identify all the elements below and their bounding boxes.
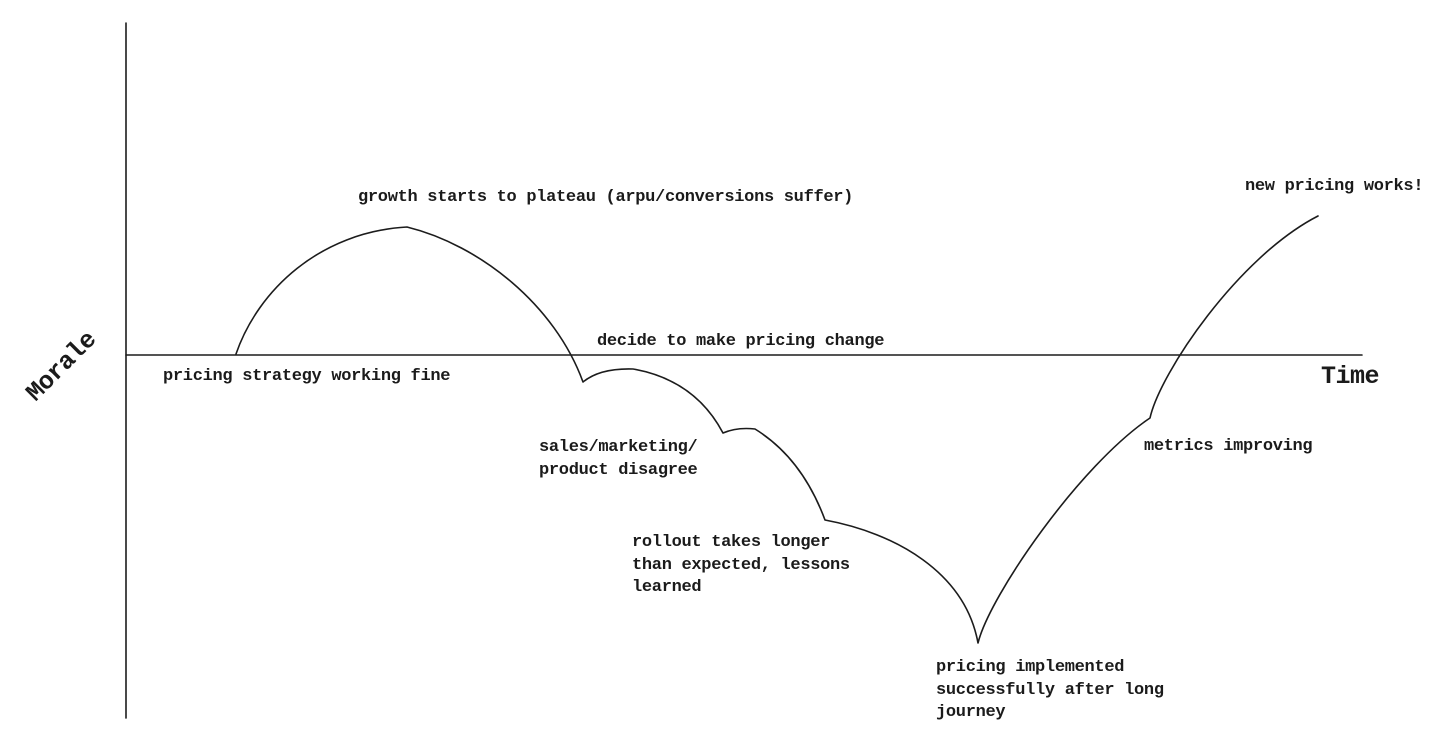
label-decide-to-make-pricing-change: decide to make pricing change — [597, 332, 885, 351]
label-rollout-takes-longer: rollout takes longer than expected, less… — [632, 533, 850, 597]
label-growth-starts-to-plateau: growth starts to plateau (arpu/conversio… — [358, 188, 854, 207]
label-sales-marketing-product-disagree: sales/marketing/ product disagree — [539, 438, 698, 480]
label-new-pricing-works: new pricing works! — [1245, 177, 1424, 196]
label-pricing-strategy-working-fine: pricing strategy working fine — [163, 367, 451, 386]
label-metrics-improving: metrics improving — [1144, 437, 1313, 456]
x-axis-label-time: Time — [1321, 362, 1380, 391]
morale-curve — [235, 215, 1319, 644]
label-pricing-implemented: pricing implemented successfully after l… — [936, 658, 1164, 722]
